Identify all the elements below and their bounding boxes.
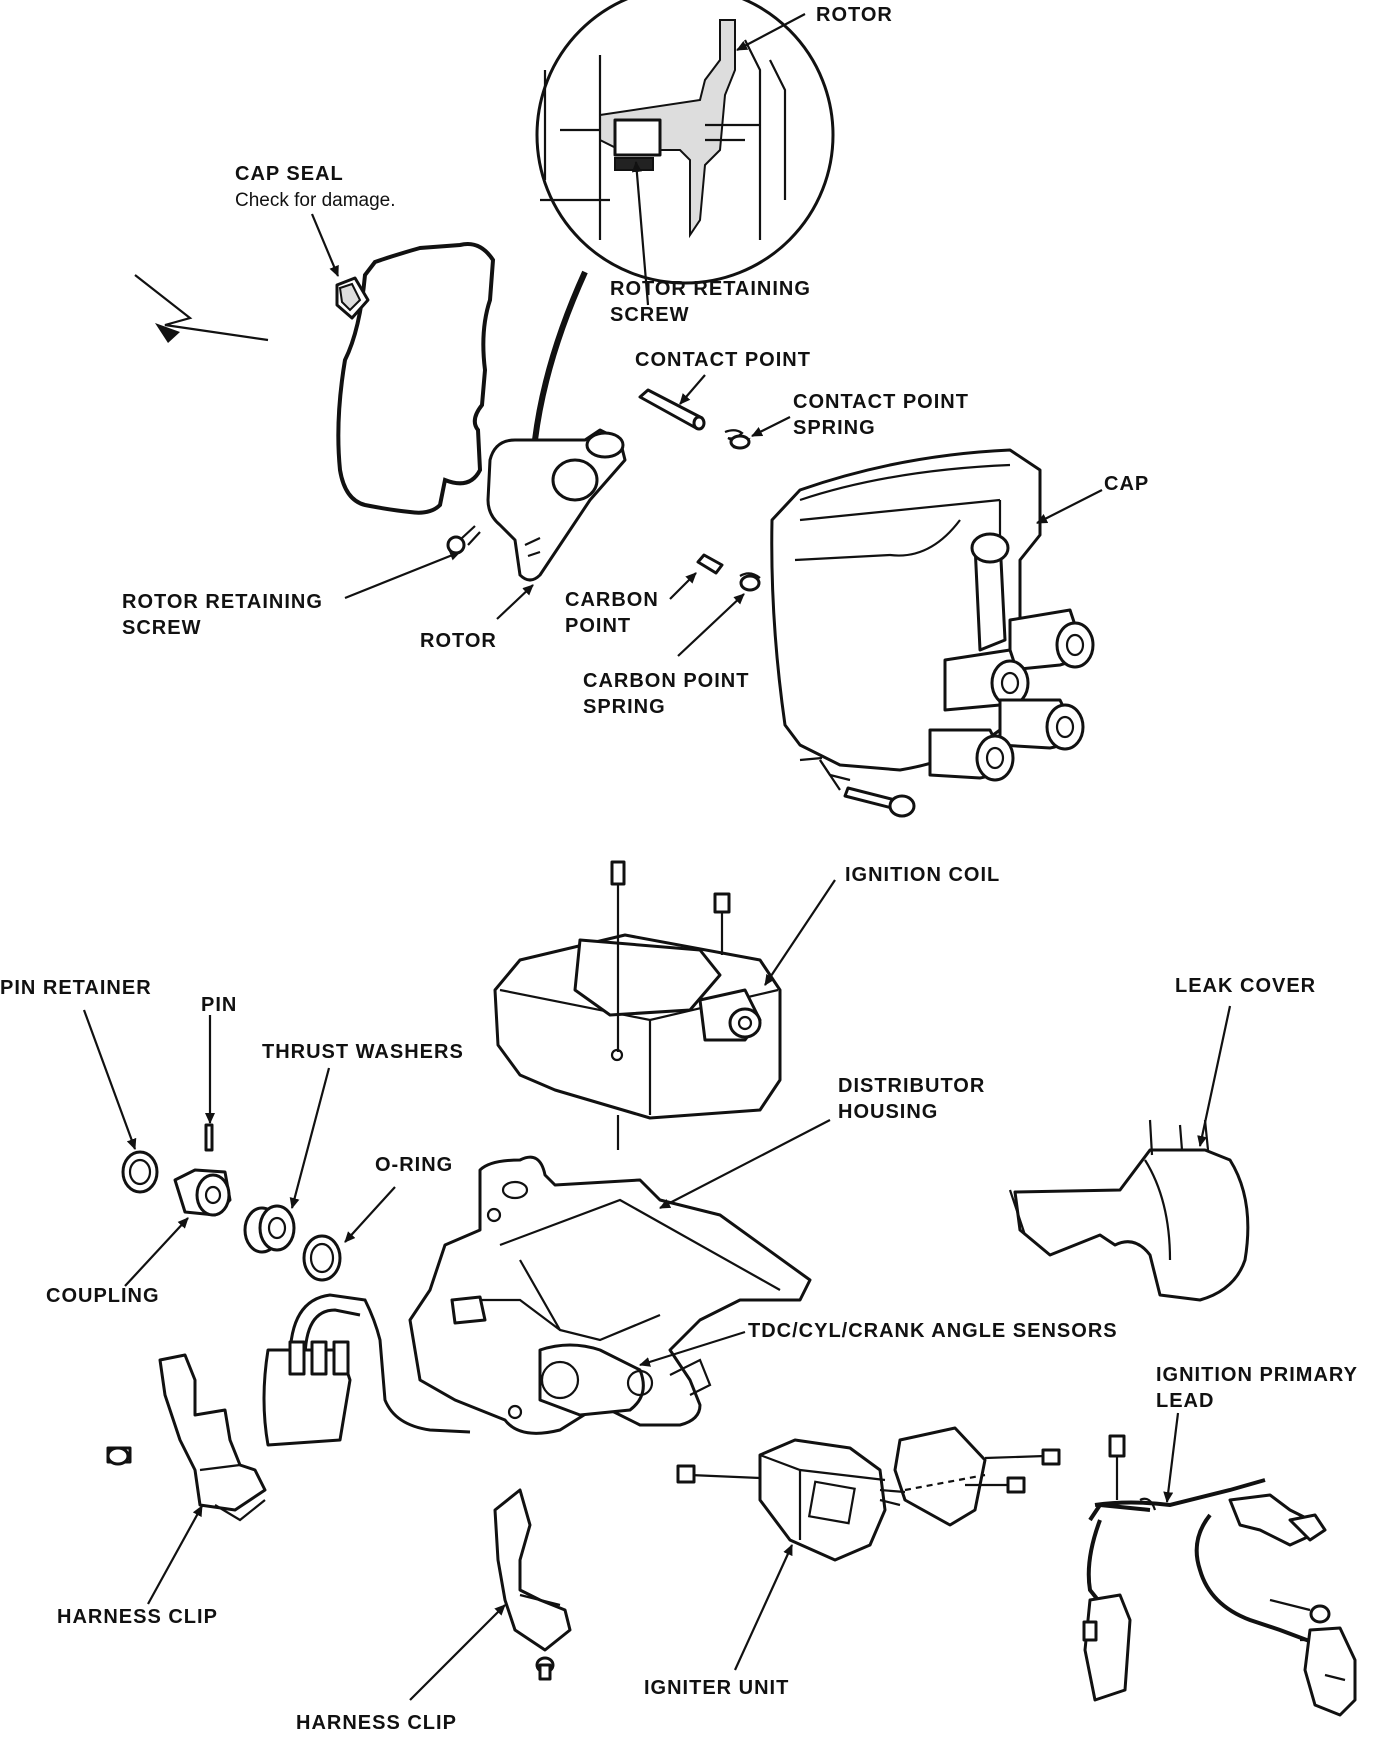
pin-retainer-part bbox=[121, 1150, 159, 1194]
label-line: CONTACT POINT bbox=[793, 391, 969, 413]
label-rotor-retaining-screw: ROTOR RETAINING SCREW bbox=[122, 589, 323, 641]
label-leak-cover: LEAK COVER bbox=[1175, 975, 1317, 997]
label-line: ROTOR RETAINING bbox=[122, 591, 323, 613]
contact-point-part bbox=[638, 388, 706, 431]
label-cap-seal-note: Check for damage. bbox=[235, 190, 396, 211]
harness-connector bbox=[262, 1293, 471, 1447]
label-coupling: COUPLING bbox=[46, 1285, 160, 1307]
rotor-part bbox=[486, 428, 627, 582]
leak-cover-part bbox=[1008, 1119, 1250, 1302]
label-distributor-housing: DISTRIBUTOR HOUSING bbox=[838, 1073, 985, 1125]
label-tdc-cyl-crank-sensors: TDC/CYL/CRANK ANGLE SENSORS bbox=[748, 1320, 1118, 1342]
label-contact-point-spring: CONTACT POINT SPRING bbox=[793, 389, 969, 441]
harness-clip-bottom-part bbox=[493, 1488, 572, 1681]
label-o-ring: O-RING bbox=[375, 1154, 454, 1176]
label-line: SCREW bbox=[610, 304, 690, 326]
label-ignition-coil: IGNITION COIL bbox=[845, 864, 1001, 886]
leader-lines bbox=[82, 13, 1232, 1701]
label-harness-clip-bottom: HARNESS CLIP bbox=[296, 1712, 457, 1734]
rotor-retaining-screw-part bbox=[446, 525, 481, 555]
label-line: LEAD bbox=[1156, 1390, 1215, 1412]
contact-point-spring-part bbox=[724, 429, 751, 450]
label-line: DISTRIBUTOR bbox=[838, 1075, 986, 1097]
label-cap-seal: CAP SEAL bbox=[235, 163, 344, 185]
label-line: CARBON bbox=[565, 589, 659, 611]
harness-clip-left-part bbox=[106, 1353, 267, 1522]
label-igniter-unit: IGNITER UNIT bbox=[644, 1677, 790, 1699]
carbon-point-spring-part bbox=[739, 572, 761, 592]
label-carbon-point-spring: CARBON POINT SPRING bbox=[583, 668, 749, 720]
direction-arrow bbox=[134, 274, 269, 343]
label-line: CARBON POINT bbox=[583, 670, 750, 692]
label-pin-retainer: PIN RETAINER bbox=[0, 977, 152, 999]
label-rotor-top: ROTOR bbox=[816, 4, 893, 26]
label-contact-point: CONTACT POINT bbox=[635, 349, 811, 371]
carbon-point-part bbox=[696, 553, 724, 575]
ignition-coil-part bbox=[493, 933, 782, 1120]
label-line: ROTOR RETAINING bbox=[610, 278, 811, 300]
label-cap: CAP bbox=[1104, 473, 1150, 495]
label-line: IGNITION PRIMARY bbox=[1156, 1364, 1358, 1386]
coupling-part bbox=[173, 1168, 232, 1217]
label-ignition-primary-lead: IGNITION PRIMARY LEAD bbox=[1156, 1362, 1358, 1414]
label-pin: PIN bbox=[201, 994, 238, 1016]
label-harness-clip-left: HARNESS CLIP bbox=[57, 1606, 218, 1628]
pin-part bbox=[204, 1123, 214, 1152]
label-rotor-retaining-screw-top: ROTOR RETAINING SCREW bbox=[610, 276, 811, 328]
cap-screw bbox=[843, 786, 916, 818]
o-ring-part bbox=[302, 1234, 342, 1282]
label-line: SPRING bbox=[793, 417, 876, 439]
rotor-detail-circle bbox=[532, 0, 835, 441]
distributor-housing-part bbox=[408, 1155, 812, 1435]
label-line: SPRING bbox=[583, 696, 666, 718]
coil-bolts bbox=[610, 860, 731, 1150]
igniter-module-plate bbox=[879, 1426, 1061, 1527]
label-thrust-washers: THRUST WASHERS bbox=[262, 1041, 464, 1063]
label-rotor: ROTOR bbox=[420, 630, 497, 652]
label-line: HOUSING bbox=[838, 1101, 939, 1123]
cap-seal bbox=[335, 242, 496, 515]
thrust-washers-part bbox=[243, 1204, 296, 1254]
ignition-primary-lead-part bbox=[1082, 1434, 1357, 1717]
label-line: SCREW bbox=[122, 617, 202, 639]
igniter-unit-part bbox=[676, 1438, 887, 1562]
label-line: POINT bbox=[565, 615, 632, 637]
label-carbon-point: CARBON POINT bbox=[565, 587, 659, 639]
distributor-cap bbox=[770, 448, 1095, 791]
